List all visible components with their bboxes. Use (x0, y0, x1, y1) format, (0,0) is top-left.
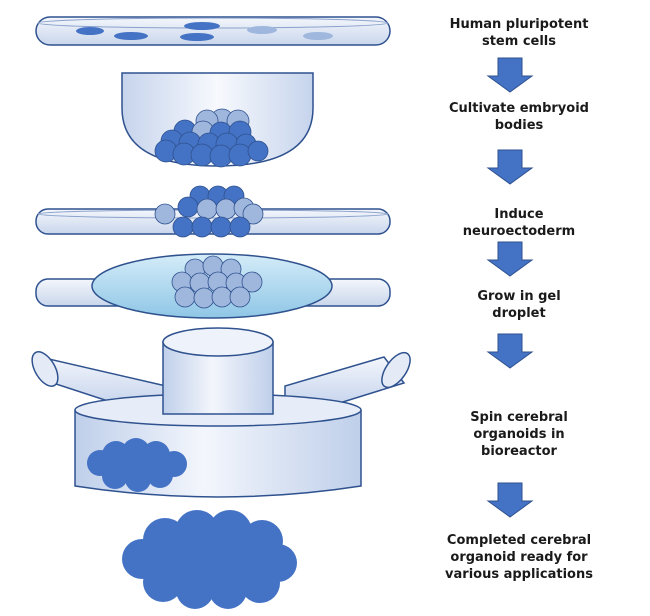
down-arrow-icon (486, 333, 534, 369)
neuroectoderm-cell (154, 203, 176, 225)
label-completed-cerebral-organoid: Completed cerebral organoid ready for va… (445, 533, 593, 582)
step-2-tube (121, 72, 314, 168)
label-cultivate-embryoid-bodies: Cultivate embryoid bodies (449, 101, 589, 133)
gel-cell (241, 271, 263, 293)
step-6-completed-organoid (122, 510, 297, 609)
flow-arrows (486, 57, 534, 518)
neuroectoderm-cluster (154, 185, 264, 238)
neuroectoderm-cell (215, 198, 237, 220)
step-3-dish (35, 185, 391, 238)
label-human-pluripotent-stem-cells: Human pluripotent stem cells (449, 17, 589, 49)
neuroectoderm-cell (229, 216, 251, 238)
gel-cell (211, 286, 233, 308)
down-arrow-icon (486, 241, 534, 277)
neuroectoderm-cell (191, 216, 213, 238)
down-arrow-icon (486, 149, 534, 185)
embryoid-cell (247, 140, 269, 162)
down-arrow-icon (486, 57, 534, 93)
down-arrow-icon (486, 482, 534, 518)
embryoid-body-cluster (154, 108, 269, 168)
gel-cell (229, 286, 251, 308)
step-5-bioreactor (31, 327, 411, 498)
label-spin-cerebral-organoids: Spin cerebral organoids in bioreactor (470, 410, 568, 459)
gel-cluster (171, 255, 263, 309)
label-grow-in-gel-droplet: Grow in gel droplet (477, 289, 561, 321)
embryoid-cell (228, 143, 252, 167)
neuroectoderm-cell (210, 216, 232, 238)
neuroectoderm-cell (242, 203, 264, 225)
neuroectoderm-cell (196, 198, 218, 220)
gel-cell (174, 286, 196, 308)
label-induce-neuroectoderm: Induce neuroectoderm (462, 207, 576, 239)
neuroectoderm-cell (172, 216, 194, 238)
step-1-petri-dish (35, 16, 391, 46)
neuroectoderm-cell (177, 196, 199, 218)
gel-cell (193, 287, 215, 309)
bioreactor-organoid (87, 438, 187, 492)
step-4-gel-dish (35, 253, 391, 319)
